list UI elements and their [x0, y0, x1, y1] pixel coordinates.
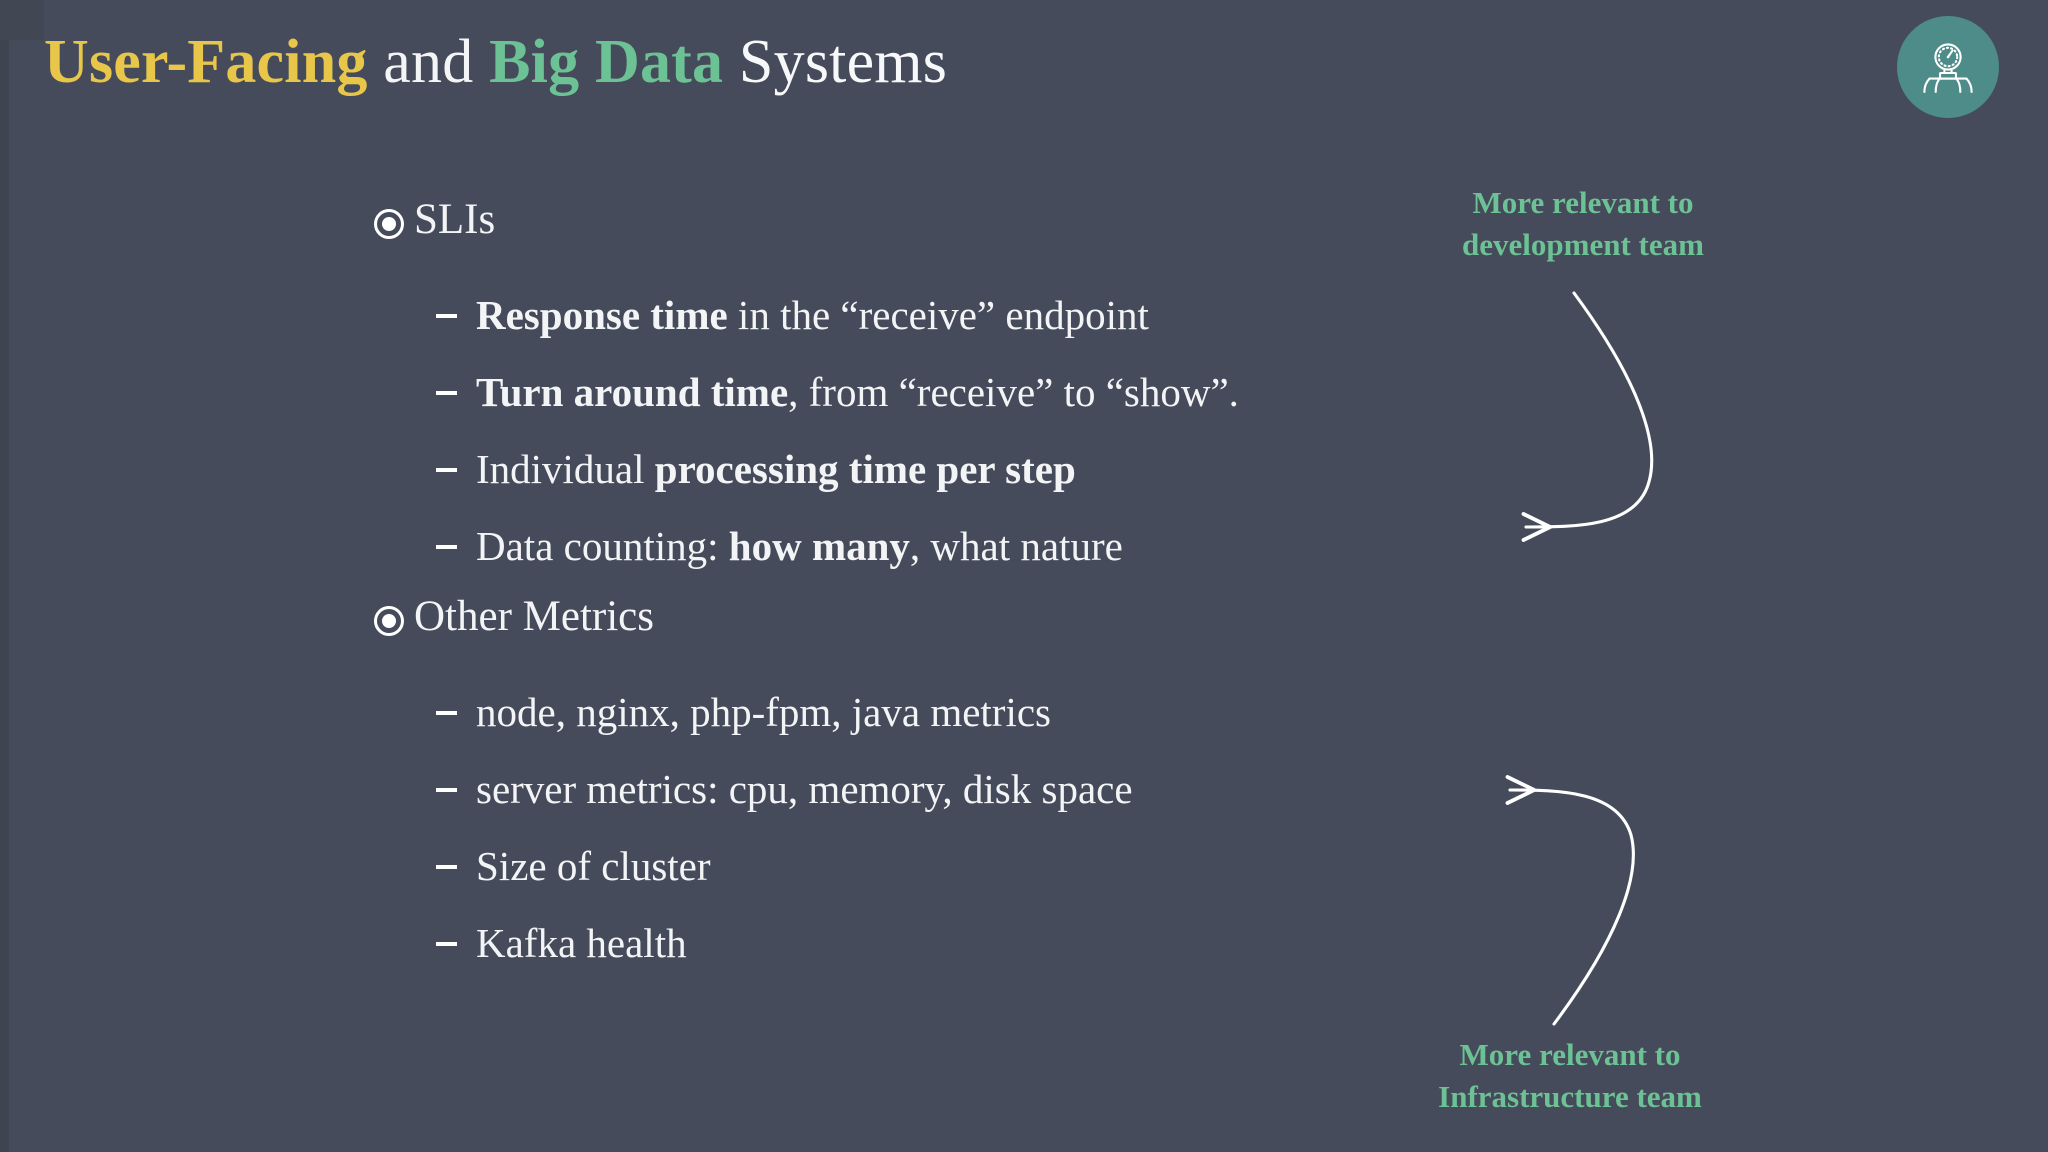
list-item: server metrics: cpu, memory, disk space	[436, 733, 1474, 810]
fisheye-bullet-icon	[374, 209, 404, 239]
dash-bullet-icon	[436, 314, 457, 318]
left-edge-strip	[0, 0, 9, 1152]
dash-bullet-icon	[436, 391, 457, 395]
list-item-label: Turn around time, from “receive” to “sho…	[476, 369, 1239, 415]
list-item-label: Response time in the “receive” endpoint	[476, 292, 1149, 338]
dash-bullet-icon	[436, 942, 457, 946]
list-item-label: node, nginx, php-fpm, java metrics	[476, 689, 1052, 735]
section-heading-label: Other Metrics	[414, 593, 655, 640]
fisheye-bullet-icon	[374, 606, 404, 636]
list-item: Size of cluster	[436, 810, 1474, 887]
title-segment-big-data: Big Data	[489, 28, 724, 96]
section-heading-other-metrics: Other Metrics	[374, 595, 1474, 638]
dash-bullet-icon	[436, 545, 457, 549]
bullet-content: SLIs Response time in the “receive” endp…	[374, 198, 1474, 964]
list-item-label: Kafka health	[476, 920, 687, 966]
list-item: Data counting: how many, what nature	[436, 490, 1474, 567]
section-spacer	[374, 567, 1474, 595]
dash-bullet-icon	[436, 788, 457, 792]
list-item: Individual processing time per step	[436, 413, 1474, 490]
dash-bullet-icon	[436, 865, 457, 869]
dash-bullet-icon	[436, 711, 457, 715]
list-item-label: Size of cluster	[476, 843, 711, 889]
corner-artifact	[0, 0, 44, 40]
section-heading-slis: SLIs	[374, 198, 1474, 241]
list-item-label: Data counting: how many, what nature	[476, 523, 1123, 569]
dash-bullet-icon	[436, 468, 457, 472]
annotation-infrastructure-team: More relevant to Infrastructure team	[1438, 1037, 1702, 1114]
list-item-label: Individual processing time per step	[476, 446, 1076, 492]
title-segment-user-facing: User-Facing	[44, 28, 368, 96]
title-segment-systems: Systems	[723, 28, 948, 96]
list-item: Turn around time, from “receive” to “sho…	[436, 336, 1474, 413]
list-item-label: server metrics: cpu, memory, disk space	[476, 766, 1133, 812]
annotation-development-team: More relevant to development team	[1462, 185, 1704, 262]
logo-badge	[1897, 16, 1999, 118]
section-heading-label: SLIs	[414, 196, 496, 243]
list-item: Response time in the “receive” endpoint	[436, 259, 1474, 336]
list-item: Kafka health	[436, 887, 1474, 964]
arrow-to-sli-group	[1521, 291, 1654, 542]
page-title: User-Facing and Big Data Systems	[44, 28, 947, 96]
list-item: node, nginx, php-fpm, java metrics	[436, 656, 1474, 733]
pressure-gauge-icon	[1917, 36, 1979, 98]
title-segment-and: and	[367, 28, 490, 96]
arrow-to-other-metrics-group	[1505, 775, 1635, 1026]
